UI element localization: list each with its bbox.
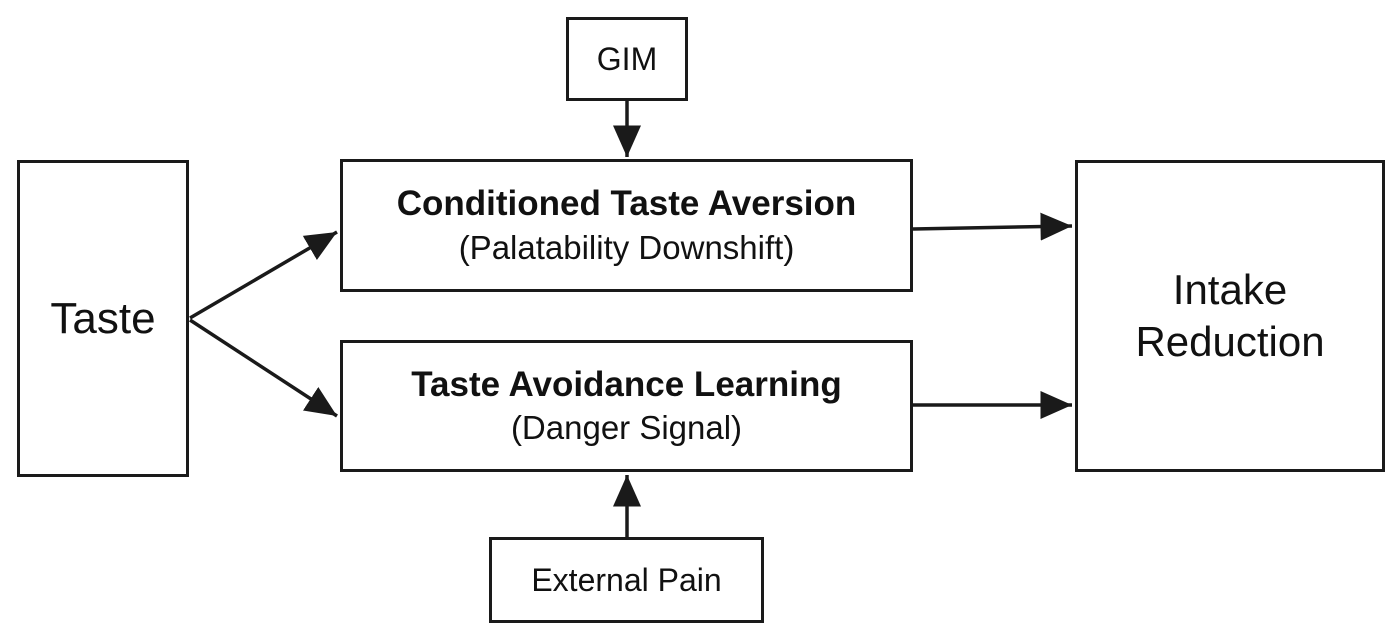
edge-taste-to-cta xyxy=(189,230,338,320)
node-intake-line2: Reduction xyxy=(1135,318,1325,365)
node-tal-title: Taste Avoidance Learning xyxy=(411,364,842,404)
node-cta-subtitle: (Palatability Downshift) xyxy=(458,228,795,266)
node-tal-subtitle: (Danger Signal) xyxy=(510,409,743,447)
edge-taste-to-tal xyxy=(189,318,338,418)
node-gim-label: GIM xyxy=(596,40,658,77)
node-conditioned-taste-aversion: Conditioned Taste Aversion (Palatability… xyxy=(340,159,913,292)
node-pain-label: External Pain xyxy=(531,561,722,598)
node-intake-line1: Intake xyxy=(1172,265,1288,313)
node-gim: GIM xyxy=(566,17,688,101)
node-taste-avoidance-learning: Taste Avoidance Learning (Danger Signal) xyxy=(340,340,913,472)
node-taste-label: Taste xyxy=(50,293,156,343)
edge-cta-to-intake xyxy=(912,212,1073,241)
node-taste: Taste xyxy=(17,160,189,477)
node-intake-reduction: Intake Reduction xyxy=(1075,160,1385,472)
node-cta-title: Conditioned Taste Aversion xyxy=(396,184,857,224)
node-external-pain: External Pain xyxy=(489,537,764,623)
